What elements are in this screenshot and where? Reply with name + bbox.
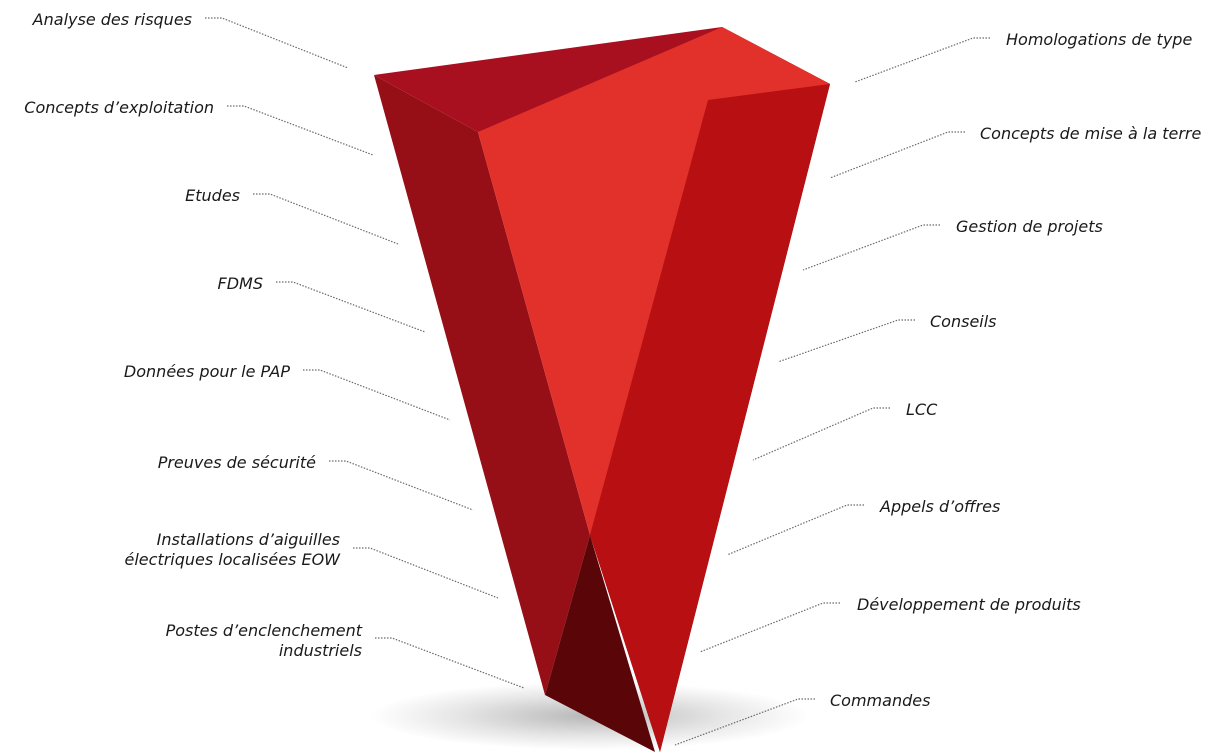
label-analyse-des-risques: Analyse des risques bbox=[32, 10, 192, 29]
pyramid-bottom-tip bbox=[545, 535, 655, 752]
label-installations-aiguilles: Installations d’aiguilles électriques lo… bbox=[125, 530, 340, 570]
label-conseils: Conseils bbox=[930, 312, 997, 331]
label-fdms: FDMS bbox=[217, 274, 263, 293]
label-commandes: Commandes bbox=[830, 691, 931, 710]
label-etudes: Etudes bbox=[185, 186, 240, 205]
label-postes-enclenchement: Postes d’enclenchement industriels bbox=[166, 621, 362, 661]
leader-postes-enclenchement bbox=[375, 637, 525, 689]
leader-homologations-type bbox=[854, 37, 990, 83]
label-installations-aiguilles-line2: électriques localisées EOW bbox=[124, 550, 340, 569]
pyramid-left-face bbox=[374, 75, 590, 695]
label-postes-enclenchement-line2: industriels bbox=[278, 641, 362, 660]
label-lcc: LCC bbox=[906, 400, 938, 419]
leader-lcc bbox=[752, 407, 890, 461]
pyramid-front-right-face bbox=[590, 84, 830, 752]
label-concepts-exploitation: Concepts d’exploitation bbox=[24, 98, 214, 117]
label-preuves-securite: Preuves de sécurité bbox=[157, 453, 316, 472]
label-appels-offres: Appels d’offres bbox=[880, 497, 1001, 516]
leader-concepts-exploitation bbox=[227, 105, 374, 156]
label-homologations-type: Homologations de type bbox=[1006, 30, 1193, 49]
leader-etudes bbox=[253, 193, 399, 245]
leader-preuves-securite bbox=[329, 460, 474, 511]
leader-analyse-des-risques bbox=[205, 17, 349, 69]
leader-fdms bbox=[276, 281, 426, 333]
label-installations-aiguilles-line1: Installations d’aiguilles bbox=[156, 530, 340, 549]
leader-conseils bbox=[777, 319, 915, 363]
label-developpement-produits: Développement de produits bbox=[857, 595, 1081, 614]
leader-donnees-pap bbox=[303, 369, 451, 421]
label-concepts-mise-terre: Concepts de mise à la terre bbox=[980, 124, 1202, 143]
leader-installations-aiguilles bbox=[353, 547, 499, 599]
label-gestion-projets: Gestion de projets bbox=[956, 217, 1103, 236]
leader-appels-offres bbox=[726, 504, 864, 556]
leader-gestion-projets bbox=[802, 224, 940, 271]
leader-concepts-mise-terre bbox=[829, 131, 965, 179]
label-postes-enclenchement-line1: Postes d’enclenchement bbox=[165, 621, 362, 640]
label-donnees-pap: Données pour le PAP bbox=[123, 362, 290, 381]
leader-lines bbox=[205, 17, 990, 746]
leader-developpement-produits bbox=[699, 602, 840, 653]
